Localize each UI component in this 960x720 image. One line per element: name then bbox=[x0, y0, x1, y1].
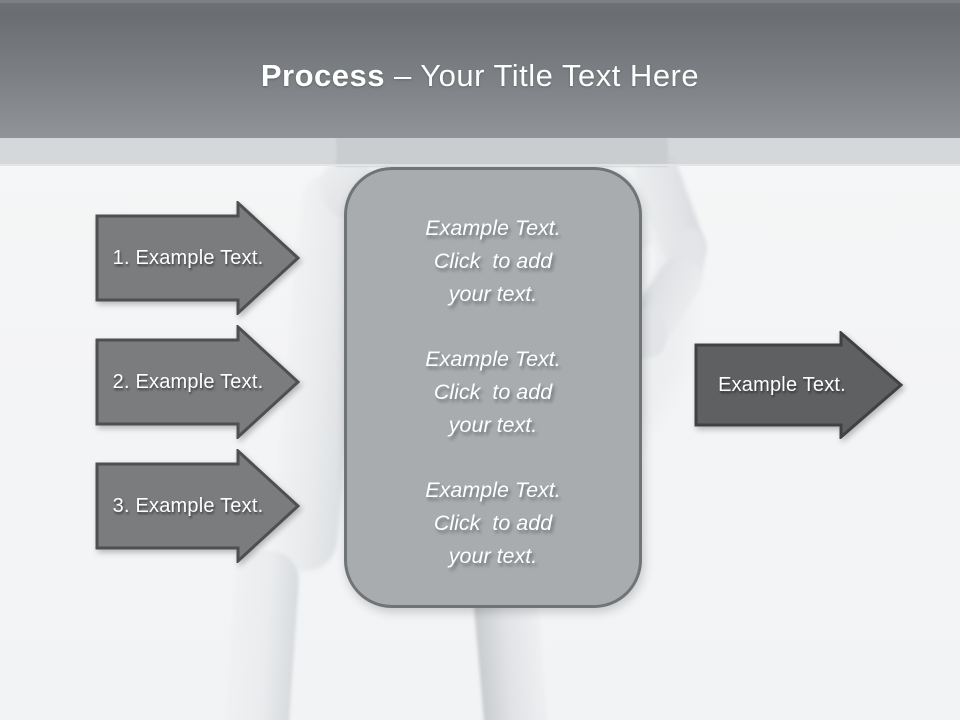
text-line: Click to add bbox=[433, 511, 553, 535]
title-subtitle: – Your Title Text Here bbox=[394, 58, 700, 93]
arrow-label: 3. Example Text. bbox=[112, 494, 264, 517]
text-panel[interactable]: Example Text. Click to add your text. Ex… bbox=[344, 167, 642, 608]
right-arrow-shape bbox=[95, 201, 301, 315]
text-line: your text. bbox=[448, 413, 538, 437]
text-line: Click to add bbox=[433, 380, 553, 404]
text-line: Example Text. bbox=[425, 216, 561, 240]
process-arrow-1[interactable]: 1. Example Text. bbox=[95, 201, 301, 315]
text-block-1[interactable]: Example Text. Click to add your text. bbox=[425, 212, 560, 311]
process-arrow-2[interactable]: 2. Example Text. bbox=[95, 325, 301, 439]
text-line: Example Text. bbox=[425, 347, 561, 371]
text-line: your text. bbox=[448, 282, 538, 306]
arrow-label: 2. Example Text. bbox=[112, 370, 264, 393]
process-arrow-3[interactable]: 3. Example Text. bbox=[95, 449, 301, 563]
text-line: Click to add bbox=[433, 249, 553, 273]
text-line: your text. bbox=[448, 544, 538, 568]
header-divider-band bbox=[0, 138, 960, 166]
text-block-2[interactable]: Example Text. Click to add your text. bbox=[425, 343, 560, 442]
title-bar: Process – Your Title Text Here bbox=[0, 0, 960, 138]
text-line: Example Text. bbox=[425, 478, 561, 502]
title-keyword: Process bbox=[260, 58, 386, 93]
right-arrow-shape bbox=[95, 325, 301, 439]
figure-left-leg bbox=[223, 548, 301, 720]
result-arrow[interactable]: Example Text. bbox=[694, 331, 904, 439]
arrow-label: Example Text. bbox=[718, 373, 846, 396]
right-arrow-shape bbox=[694, 331, 904, 439]
text-block-3[interactable]: Example Text. Click to add your text. bbox=[425, 474, 560, 573]
arrow-label: 1. Example Text. bbox=[112, 246, 264, 269]
right-arrow-shape bbox=[95, 449, 301, 563]
slide-title[interactable]: Process – Your Title Text Here bbox=[261, 44, 699, 94]
